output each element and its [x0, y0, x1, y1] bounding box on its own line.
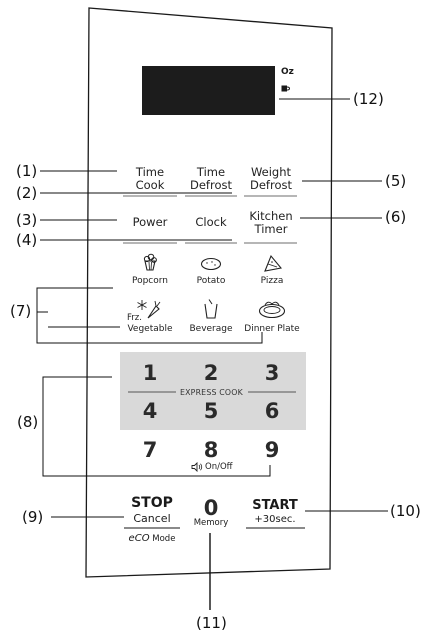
- eco-mode-text: Mode: [152, 534, 176, 544]
- key-8[interactable]: 8: [203, 438, 219, 462]
- popcorn-icon: [143, 253, 157, 271]
- on-off-label: On/Off: [205, 462, 233, 472]
- dinner-plate-button-label[interactable]: Dinner Plate: [244, 324, 300, 334]
- kitchen-timer-label-1: Kitchen: [249, 209, 293, 223]
- callout-10: (10): [390, 502, 421, 520]
- time-defrost-label-1: Time: [196, 165, 226, 179]
- popcorn-button-label[interactable]: Popcorn: [131, 276, 169, 286]
- pizza-icon: [264, 254, 282, 272]
- potato-button-label[interactable]: Potato: [196, 276, 226, 286]
- callout-6: (6): [385, 208, 407, 226]
- potato-icon: [200, 257, 222, 271]
- express-cook-area: [120, 352, 306, 430]
- leader-bracket-7: [36, 287, 263, 344]
- beverage-button-label[interactable]: Beverage: [189, 324, 233, 334]
- key-9[interactable]: 9: [264, 438, 280, 462]
- kitchen-timer-label-2: Timer: [254, 222, 288, 236]
- callout-11: (11): [196, 614, 227, 632]
- frz-vegetable-label-1: Frz.: [127, 313, 142, 323]
- callout-9: (9): [22, 508, 44, 526]
- callout-1: (1): [16, 162, 38, 180]
- power-button[interactable]: Power: [132, 215, 168, 229]
- eco-mode-label: eCO Mode: [129, 533, 176, 544]
- plus30-label: +30sec.: [254, 514, 296, 525]
- kitchen-timer-button[interactable]: Kitchen Timer: [249, 210, 292, 236]
- time-cook-button[interactable]: Time Cook: [136, 166, 165, 192]
- stop-button-label[interactable]: STOP: [131, 495, 173, 511]
- key-2[interactable]: 2: [203, 361, 219, 385]
- beverage-icon: [204, 299, 218, 319]
- display-oz-label: Oz: [281, 67, 294, 77]
- callout-7: (7): [10, 302, 32, 320]
- pizza-button-label[interactable]: Pizza: [260, 276, 284, 286]
- control-panel-outline: [85, 7, 333, 578]
- eco-prefix: eCO: [128, 533, 150, 544]
- weight-defrost-button[interactable]: Weight Defrost: [250, 166, 292, 192]
- time-cook-label-1: Time: [135, 165, 165, 179]
- key-1[interactable]: 1: [142, 361, 158, 385]
- key-0[interactable]: 0: [203, 496, 219, 520]
- weight-defrost-label-2: Defrost: [250, 178, 292, 192]
- cancel-label: Cancel: [133, 512, 171, 525]
- frozen-vegetable-icon: [137, 300, 161, 319]
- key-7[interactable]: 7: [142, 438, 158, 462]
- callout-2: (2): [16, 184, 38, 202]
- speaker-icon: [191, 462, 203, 472]
- callout-4: (4): [16, 231, 38, 249]
- cup-icon: [281, 85, 290, 92]
- start-button-label[interactable]: START: [252, 498, 298, 513]
- callout-12: (12): [353, 90, 384, 108]
- clock-button[interactable]: Clock: [195, 215, 227, 229]
- callout-5: (5): [385, 172, 407, 190]
- time-defrost-button[interactable]: Time Defrost: [190, 166, 232, 192]
- memory-label: Memory: [193, 518, 229, 528]
- weight-defrost-label-1: Weight: [250, 165, 292, 179]
- express-cook-label: EXPRESS COOK: [180, 388, 243, 397]
- key-6[interactable]: 6: [264, 399, 280, 423]
- key-5[interactable]: 5: [203, 399, 219, 423]
- key-3[interactable]: 3: [264, 361, 280, 385]
- callout-3: (3): [16, 211, 38, 229]
- callout-8: (8): [17, 413, 39, 431]
- dinner-plate-icon: [258, 301, 286, 319]
- display-window: [142, 66, 275, 115]
- frz-vegetable-label-2[interactable]: Vegetable: [127, 324, 173, 334]
- time-cook-label-2: Cook: [135, 178, 165, 192]
- leader-bracket-8: [42, 376, 271, 477]
- key-4[interactable]: 4: [142, 399, 158, 423]
- time-defrost-label-2: Defrost: [190, 178, 232, 192]
